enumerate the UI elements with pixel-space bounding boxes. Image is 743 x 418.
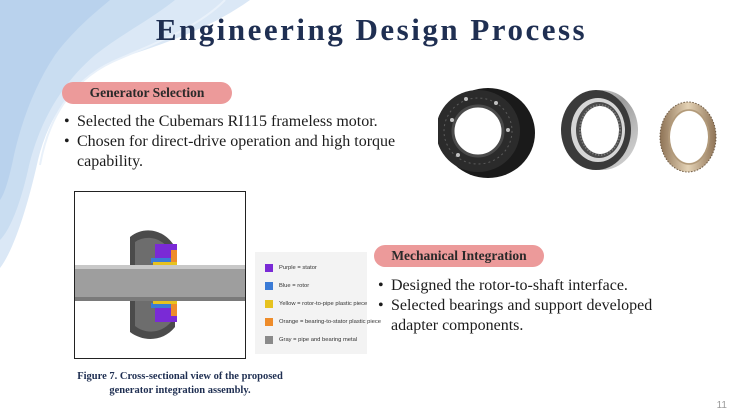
legend-item: Gray = pipe and bearing metal [265,334,357,346]
legend-item: Orange = bearing-to-stator plastic piece [265,316,381,328]
generator-bullet: Selected the Cubemars RI115 frameless mo… [64,112,424,132]
mechanical-bullet: Designed the rotor-to-shaft interface. [378,276,698,296]
figure-caption: Figure 7. Cross-sectional view of the pr… [60,370,300,398]
mechanical-bullet: Selected bearings and support developed … [378,296,698,336]
legend-item: Blue = rotor [265,280,309,292]
legend-swatch [265,336,273,344]
cross-section-drawing [75,192,245,358]
legend-label: Yellow = rotor-to-pipe plastic piece [279,301,368,307]
legend-swatch [265,300,273,308]
figure-legend: Purple = stator Blue = rotor Yellow = ro… [255,252,381,354]
mechanical-bullet-list: Designed the rotor-to-shaft interface. S… [378,276,698,336]
legend-label: Purple = stator [279,265,317,271]
page-number: 11 [716,400,727,411]
figure-caption-line: Figure 7. Cross-sectional view of the pr… [77,371,283,382]
generator-selection-label: Generator Selection [62,82,232,104]
cross-section-figure [74,191,246,359]
background-wave-decoration [0,0,250,268]
needle-bearing-photo [659,101,717,173]
legend-label: Orange = bearing-to-stator plastic piece [279,319,381,325]
legend-item: Purple = stator [265,262,317,274]
generator-bullet: Chosen for direct-drive operation and hi… [64,132,424,172]
frameless-motor-photo [438,88,535,178]
legend-item: Yellow = rotor-to-pipe plastic piece [265,298,367,310]
legend-swatch [265,318,273,326]
slide-title: Engineering Design Process [155,12,588,47]
bearing-photos [438,88,717,178]
generator-bullet-list: Selected the Cubemars RI115 frameless mo… [64,112,424,172]
legend-swatch [265,264,273,272]
legend-swatch [265,282,273,290]
legend-label: Gray = pipe and bearing metal [279,337,358,343]
figure-caption-line: generator integration assembly. [109,385,251,396]
legend-label: Blue = rotor [279,283,310,289]
mechanical-integration-label: Mechanical Integration [374,245,544,267]
bearing-photo [561,90,638,170]
